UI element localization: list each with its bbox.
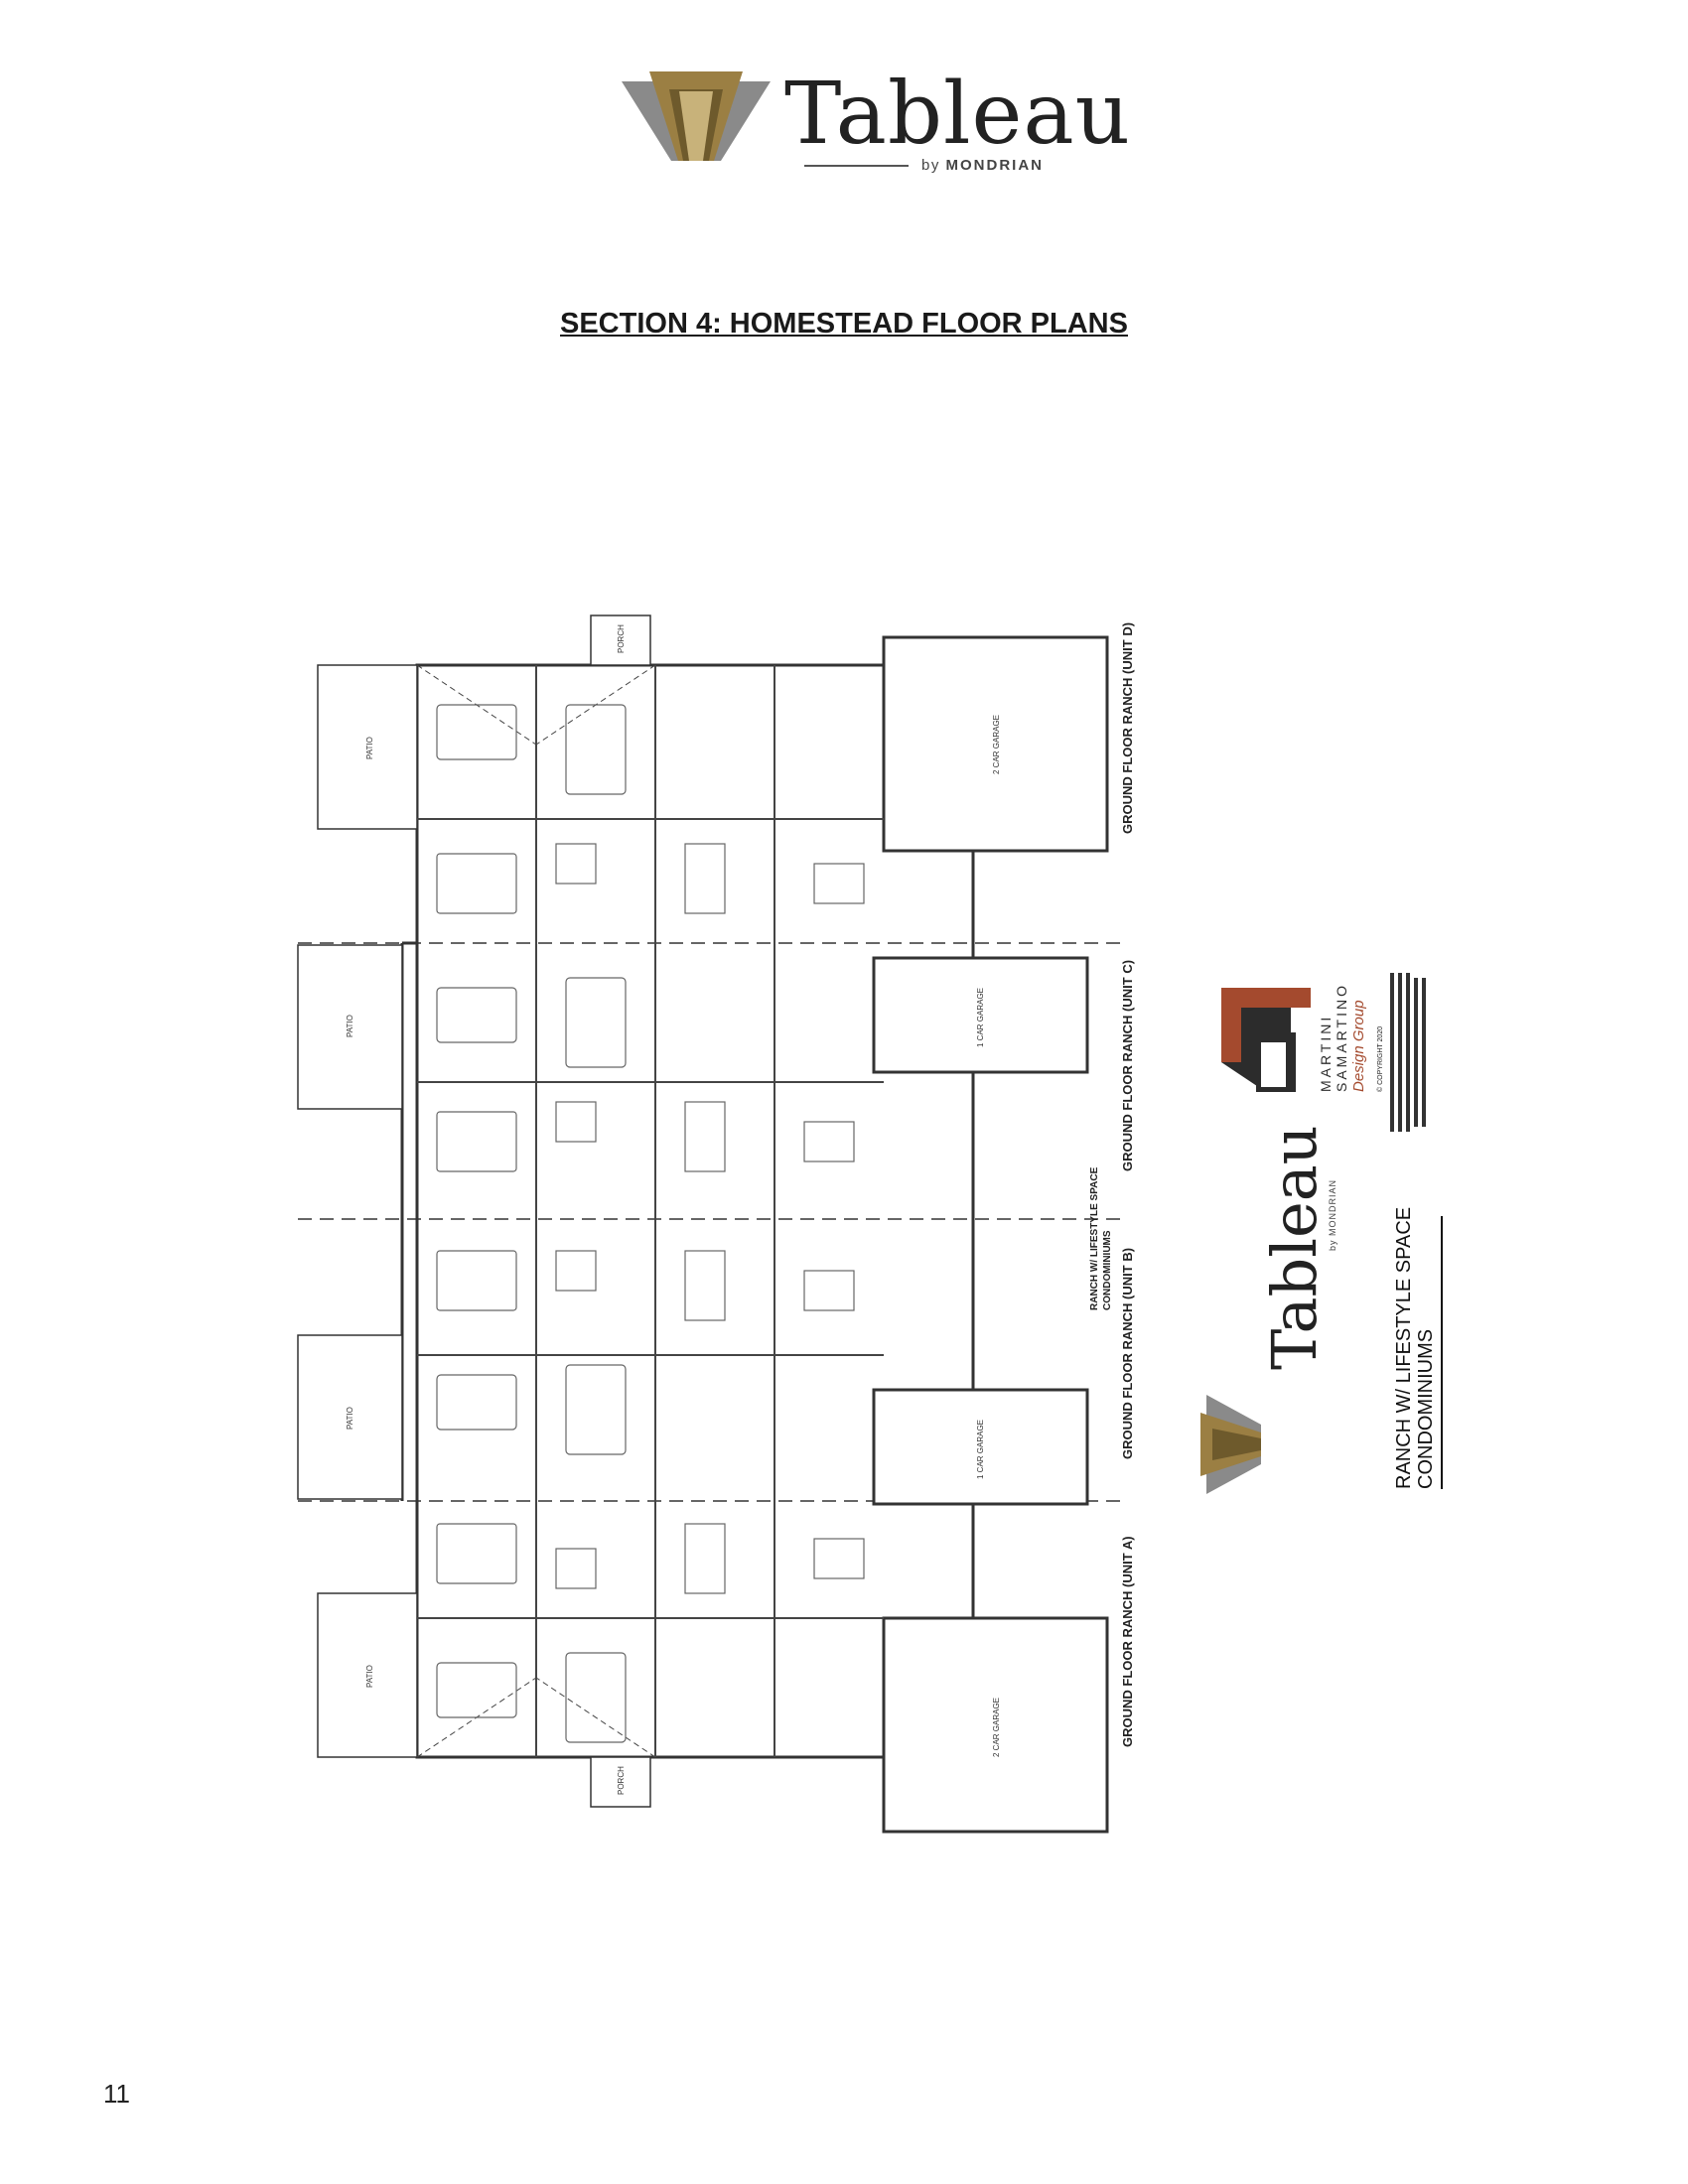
garage-label: 2 CAR GARAGE	[992, 1698, 1001, 1757]
architect-line3: Design Group	[1350, 1000, 1367, 1092]
project-line2: CONDOMINIUMS	[1415, 1329, 1437, 1489]
header-logo: Tableau by MONDRIAN	[622, 62, 1130, 181]
copyright-text: © COPYRIGHT 2020	[1376, 1026, 1384, 1092]
brand-wordmark: Tableau	[784, 65, 1132, 164]
architect-line1: MARTINI	[1318, 1015, 1334, 1092]
project-line1: RANCH W/ LIFESTYLE SPACE	[1393, 1207, 1415, 1489]
patio-label: PATIO	[346, 1015, 354, 1037]
titleblock-brand-sub: by MONDRIAN	[1328, 1179, 1337, 1251]
unit-b-label: GROUND FLOOR RANCH (UNIT B)	[1120, 1248, 1135, 1459]
unit-c-label: GROUND FLOOR RANCH (UNIT C)	[1120, 960, 1135, 1171]
unit-a-label: GROUND FLOOR RANCH (UNIT A)	[1120, 1536, 1135, 1747]
unit-labels: GROUND FLOOR RANCH (UNIT D) GROUND FLOOR…	[1089, 622, 1135, 1747]
porch-label: PORCH	[617, 1766, 626, 1795]
patios	[297, 614, 651, 1808]
garages	[872, 635, 1109, 1834]
architect-logo: MARTINI SAMARTINO Design Group © COPYRIG…	[1221, 973, 1426, 1132]
fixtures	[436, 704, 865, 1743]
titleblock-tableau-icon	[1200, 1395, 1261, 1494]
unit-d-label: GROUND FLOOR RANCH (UNIT D)	[1120, 622, 1135, 834]
unit-b-alt-label: RANCH W/ LIFESTYLE SPACE	[1089, 1166, 1100, 1310]
page-number: 11	[103, 2079, 130, 2109]
architect-line2: SAMARTINO	[1334, 983, 1349, 1092]
brand-byline: by MONDRIAN	[921, 157, 1045, 174]
tableau-logo-icon	[622, 71, 771, 161]
garage-label: 1 CAR GARAGE	[976, 988, 985, 1047]
patio-label: PATIO	[346, 1407, 354, 1430]
section-title: SECTION 4: HOMESTEAD FLOOR PLANS	[560, 308, 1128, 340]
unit-b-alt2-label: CONDOMINIUMS	[1102, 1230, 1113, 1310]
garage-label: 1 CAR GARAGE	[976, 1420, 985, 1479]
interior-walls	[416, 664, 884, 1758]
room-labels: PATIO PATIO PATIO PATIO PORCH PORCH 2 CA…	[346, 624, 1001, 1795]
brand-divider	[804, 165, 909, 167]
porch-label: PORCH	[617, 624, 626, 653]
patio-label: PATIO	[365, 1665, 374, 1688]
floor-plan-drawing: GROUND FLOOR RANCH (UNIT D) GROUND FLOOR…	[297, 614, 1443, 1834]
titleblock-brand-name: Tableau	[1258, 1125, 1331, 1370]
garage-label: 2 CAR GARAGE	[992, 715, 1001, 774]
patio-label: PATIO	[365, 737, 374, 759]
titleblock-brand: Tableau by MONDRIAN RANCH W/ LIFESTYLE S…	[1200, 1125, 1443, 1494]
